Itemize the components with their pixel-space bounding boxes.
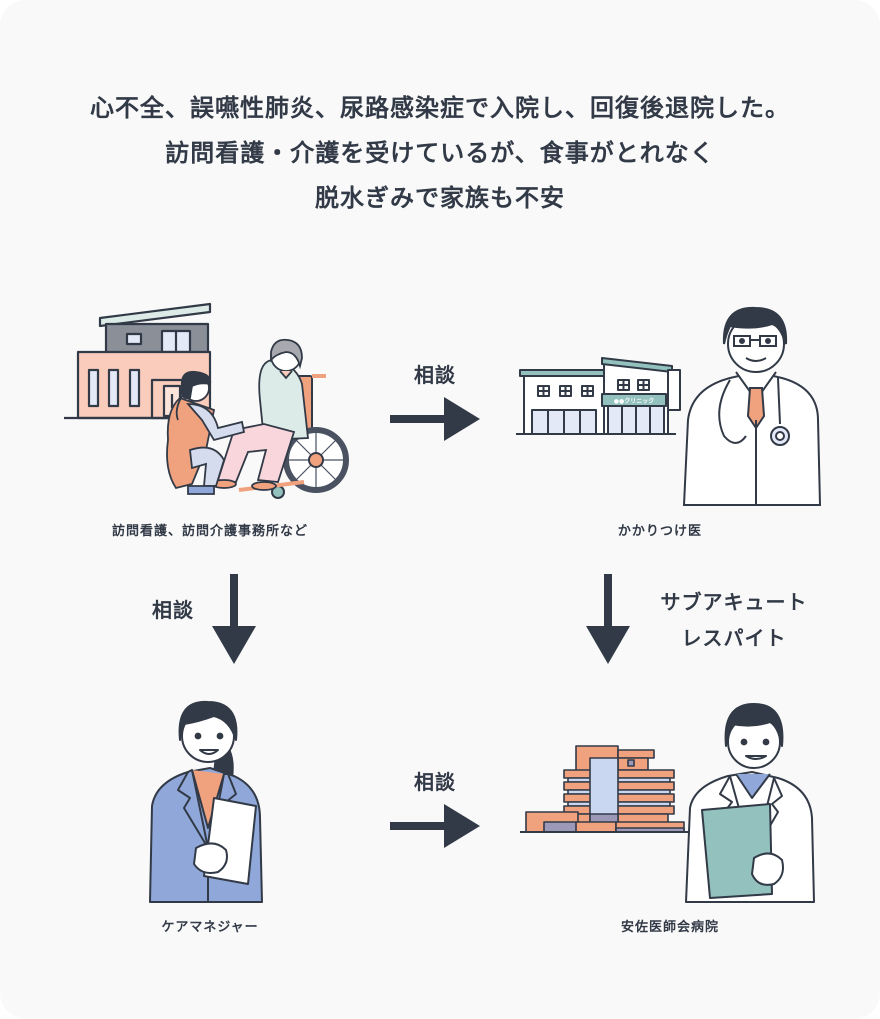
clinic-sign: ●●クリニック (614, 397, 654, 405)
hospital-building-icon (520, 745, 688, 833)
care-manager-illustration (148, 698, 272, 903)
arrow-right-top-icon (388, 397, 480, 441)
caregiver-icon (166, 370, 246, 495)
headline-line-2: 訪問看護・介護を受けているが、食事がとれなく (165, 139, 715, 167)
family-doctor-label: かかりつけ医 (617, 524, 703, 539)
headline: 心不全、誤嚥性肺炎、尿路感染症で入院し、回復後退院した。 訪問看護・介護を受けて… (0, 86, 880, 221)
care-manager-icon (149, 700, 263, 903)
consult-label-left: 相談 (152, 598, 194, 622)
home-visit-wheelchair-illustration (64, 300, 364, 510)
respite-label: レスパイト (681, 626, 787, 650)
care-manager-label: ケアマネジャー (161, 920, 259, 935)
family-doctor-icon (682, 306, 822, 506)
clinic-doctor-illustration: ●●クリニック (516, 300, 826, 506)
headline-line-3: 脱水ぎみで家族も不安 (315, 184, 565, 212)
arrow-right-bottom-icon (388, 804, 480, 848)
clinic-building-icon (516, 357, 681, 435)
home-care-label: 訪問看護、訪問介護事務所など (111, 524, 308, 539)
arrow-down-right-icon (586, 574, 630, 664)
consult-label-top: 相談 (414, 363, 456, 387)
hospital-label: 安佐医師会病院 (620, 920, 719, 935)
consult-label-bottom: 相談 (414, 770, 456, 794)
hospital-doctor-illustration (516, 698, 826, 903)
elderly-woman-icon (211, 338, 310, 491)
headline-line-1: 心不全、誤嚥性肺炎、尿路感染症で入院し、回復後退院した。 (90, 94, 790, 122)
subacute-label: サブアキュート (660, 590, 808, 614)
hospital-doctor-icon (685, 703, 815, 903)
subacute-respite-label: サブアキュート レスパイト (634, 584, 834, 656)
arrow-down-left-icon (212, 574, 256, 664)
